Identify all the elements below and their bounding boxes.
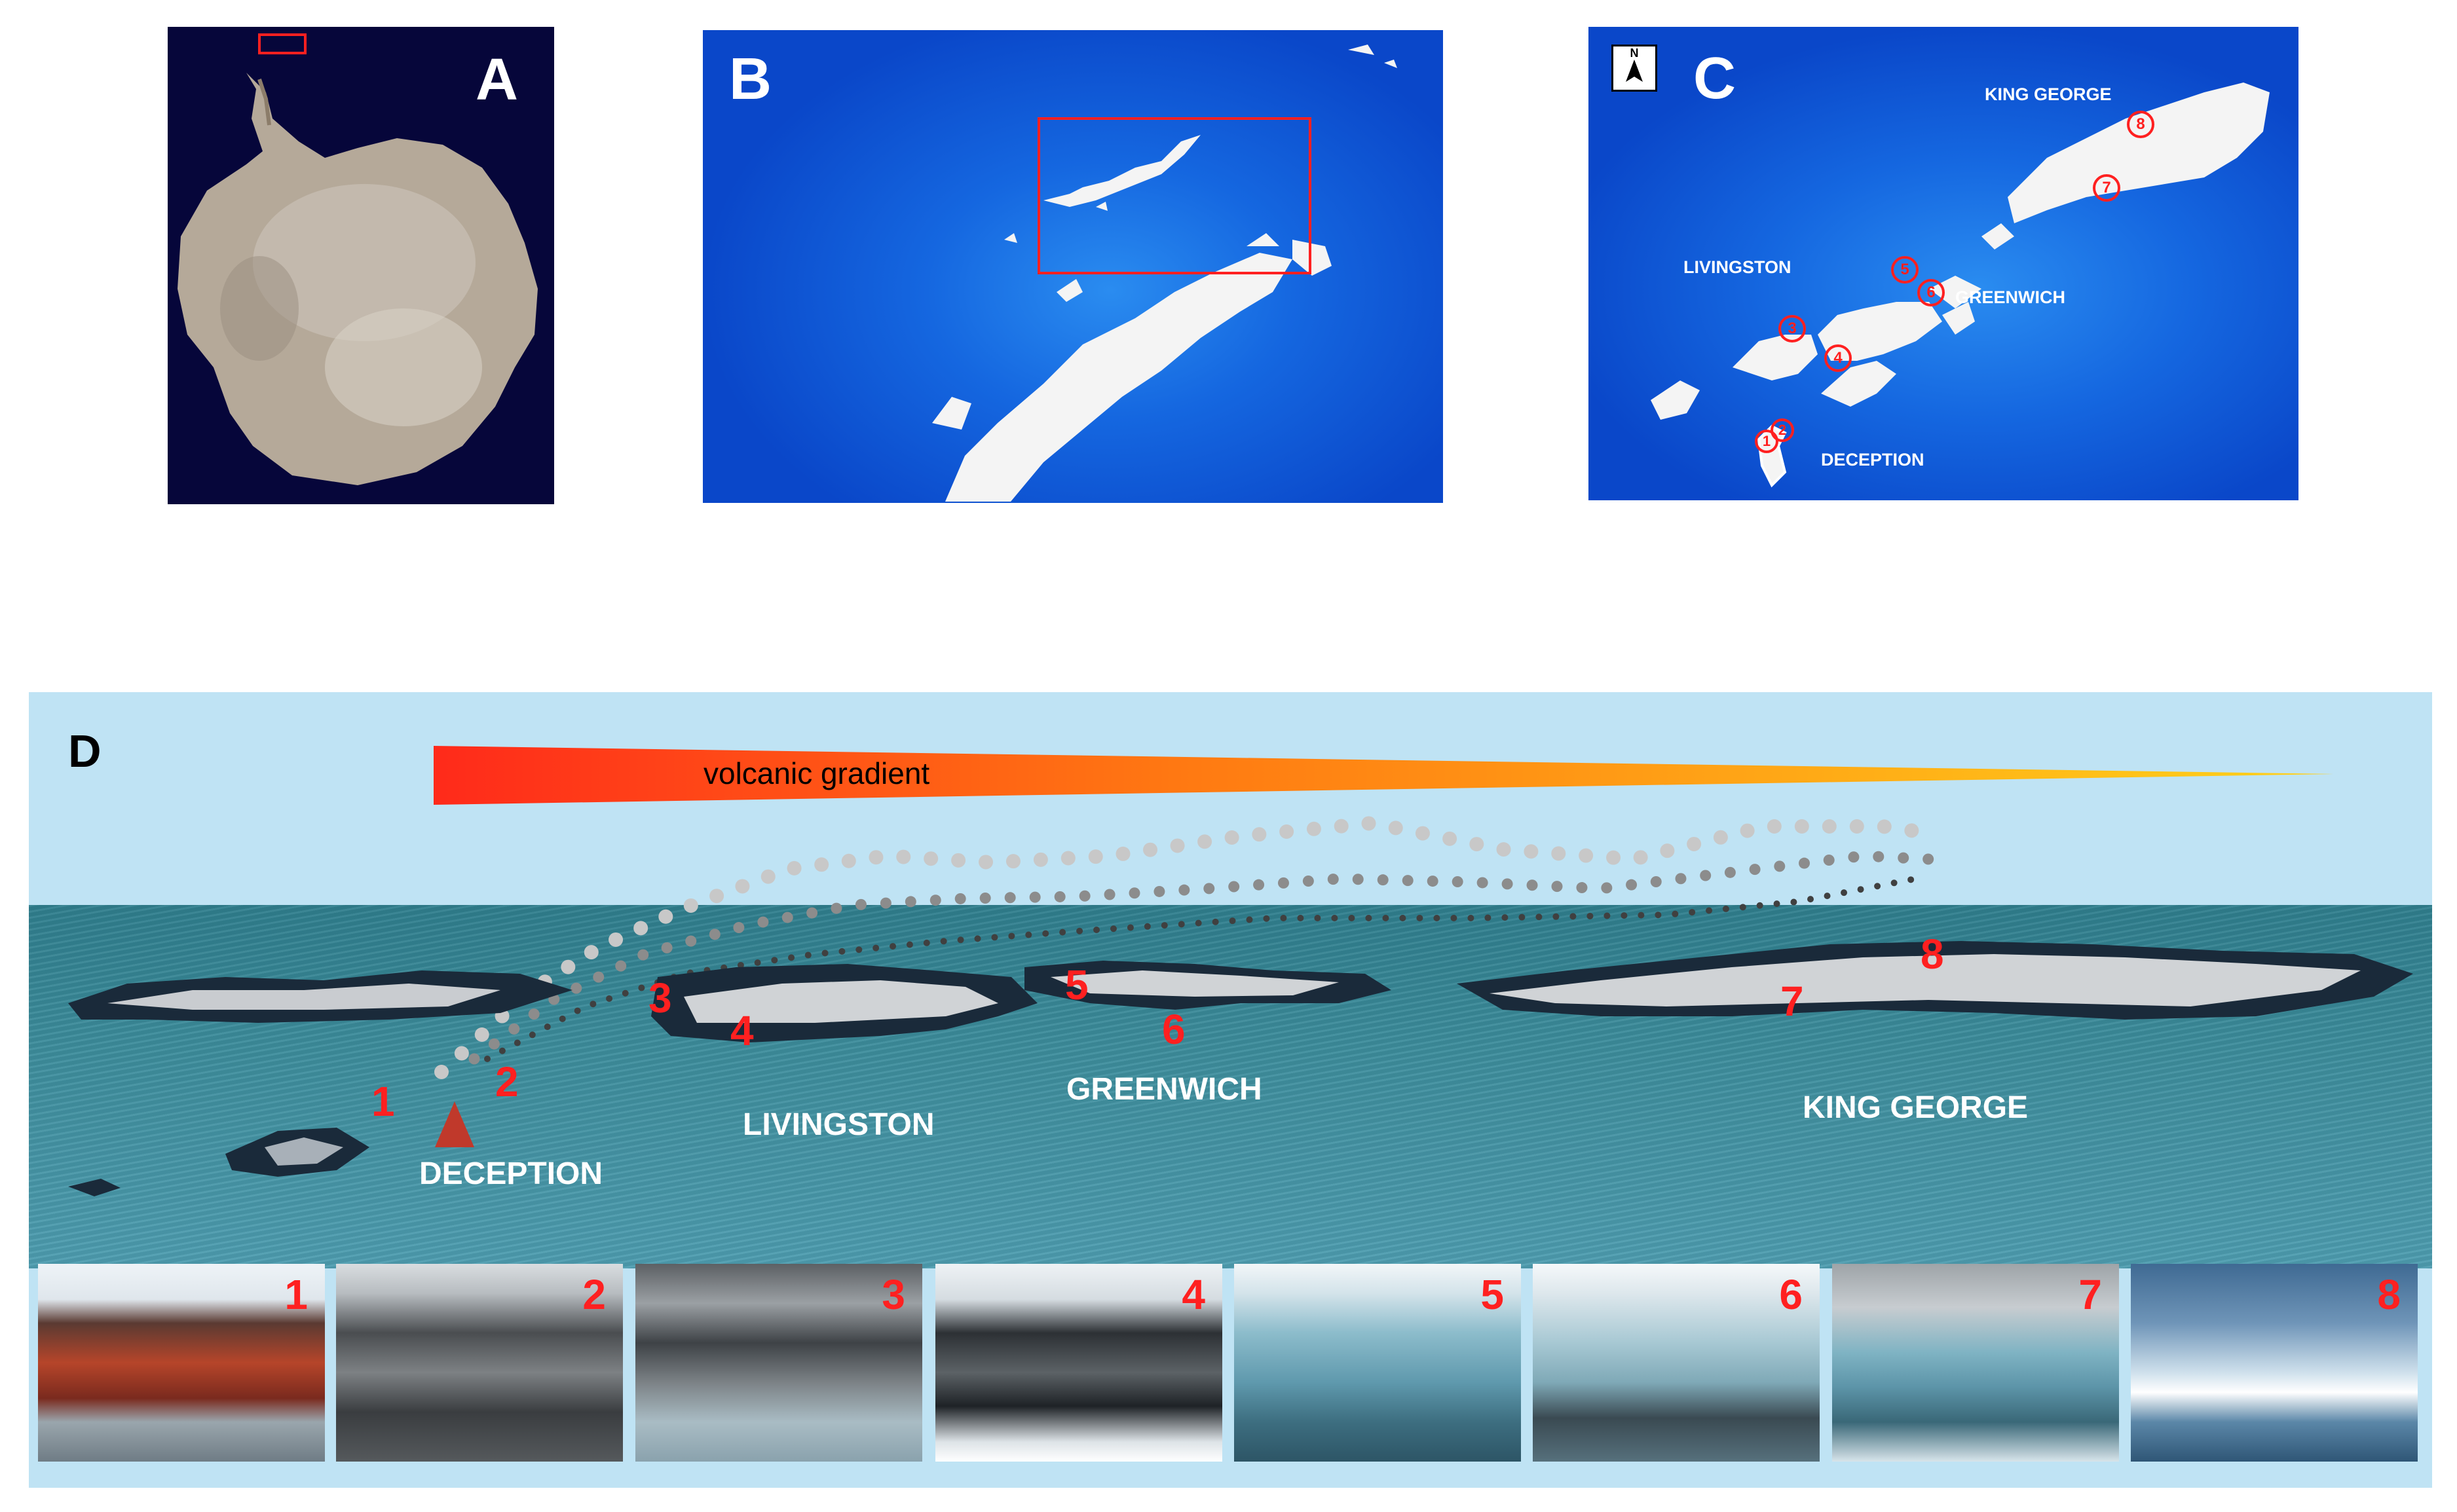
- panel-a-antarctica-map: A: [168, 27, 554, 504]
- north-label: N: [1630, 46, 1639, 60]
- d-site-3: 3: [648, 974, 672, 1022]
- site-marker-6: 6: [1917, 279, 1945, 306]
- d-label-deception: DECEPTION: [419, 1156, 603, 1191]
- panel-c-south-shetland-map: N C KING GEORGE LIVINGSTON GREENWICH DEC…: [1588, 27, 2298, 500]
- site-photo-2: 2: [336, 1264, 623, 1462]
- site-photo-1: 1: [38, 1264, 325, 1462]
- site-photo-4: 4: [935, 1264, 1222, 1462]
- d-site-5: 5: [1065, 961, 1089, 1008]
- shetland-islands-3d: [68, 941, 2413, 1196]
- volcano-cone-icon: [435, 1101, 474, 1147]
- south-shetland-islands: [1651, 83, 2270, 488]
- panel-c-label: C: [1693, 46, 1736, 111]
- region-highlight-box: [258, 33, 307, 54]
- site-photo-3: 3: [635, 1264, 922, 1462]
- label-greenwich: GREENWICH: [1955, 287, 2065, 307]
- shetland-highlight-box: [1038, 117, 1311, 274]
- d-label-livingston: LIVINGSTON: [743, 1107, 935, 1142]
- site-marker-2: 2: [1771, 418, 1794, 442]
- d-site-2: 2: [495, 1058, 519, 1105]
- site-marker-5: 5: [1891, 256, 1919, 284]
- site-marker-1: 1: [1755, 430, 1778, 453]
- d-site-7: 7: [1780, 978, 1804, 1025]
- d-site-4: 4: [730, 1007, 754, 1054]
- label-deception: DECEPTION: [1821, 450, 1924, 470]
- label-livingston: LIVINGSTON: [1683, 257, 1791, 277]
- panel-b-peninsula-map: B: [703, 30, 1443, 503]
- north-arrow-icon: N: [1611, 45, 1657, 92]
- site-marker-3: 3: [1778, 315, 1806, 342]
- antarctica-continent: [178, 33, 538, 485]
- site-photo-5: 5: [1234, 1264, 1521, 1462]
- panel-a-label: A: [476, 47, 518, 113]
- d-site-8: 8: [1921, 931, 1944, 978]
- d-site-1: 1: [371, 1078, 395, 1125]
- panel-b-label: B: [729, 46, 772, 112]
- d-label-king-george: KING GEORGE: [1803, 1090, 2029, 1125]
- volcanic-gradient-label: volcanic gradient: [703, 756, 930, 790]
- site-marker-4: 4: [1824, 344, 1852, 372]
- label-king-george: KING GEORGE: [1985, 84, 2112, 104]
- d-site-6: 6: [1162, 1006, 1186, 1053]
- gradient-dot-paths: [434, 815, 1936, 1079]
- volcanic-gradient-bar: [434, 746, 2333, 805]
- site-photo-6: 6: [1533, 1264, 1820, 1462]
- site-marker-7: 7: [2093, 174, 2120, 202]
- site-marker-8: 8: [2127, 111, 2154, 138]
- panel-d-label: D: [68, 726, 102, 777]
- peninsula-landmass: [932, 45, 1397, 502]
- site-photo-7: 7: [1832, 1264, 2119, 1462]
- d-label-greenwich: GREENWICH: [1066, 1072, 1262, 1107]
- site-photo-8: 8: [2131, 1264, 2418, 1462]
